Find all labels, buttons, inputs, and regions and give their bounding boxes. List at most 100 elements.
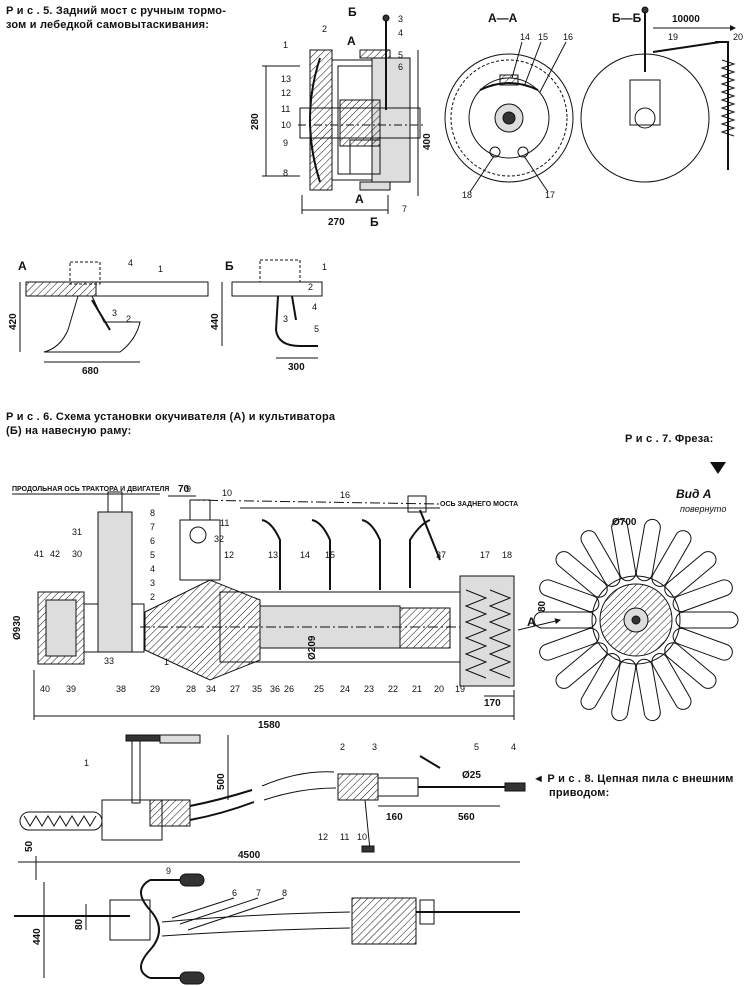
- fig6-a-part-1: 1: [158, 264, 163, 274]
- fig8-saw-side: 500 50 4500 160 560 Ø25 1 2 3 4 5 10 11 …: [18, 734, 526, 880]
- fig6-b-part-1: 1: [322, 262, 327, 272]
- fig7-part-33: 33: [104, 656, 114, 666]
- rotor-tine: [533, 611, 597, 629]
- fig5-part-17: 17: [545, 190, 555, 200]
- fig8-dim-160: 160: [386, 812, 403, 823]
- fig6-dim-420: 420: [8, 313, 19, 330]
- rotor-tine: [580, 530, 621, 587]
- fig7-view-label: Вид А: [676, 487, 711, 501]
- fig7-part-14: 14: [300, 550, 310, 560]
- fig7-part-31: 31: [72, 527, 82, 537]
- fig5-part-14: 14: [520, 32, 530, 42]
- fig5-dim-400: 400: [422, 133, 433, 150]
- fig7-dim-70: 70: [178, 484, 190, 495]
- fig5-part-8: 8: [283, 168, 288, 178]
- fig6-hiller-a: А 420 680 1 2 3 4: [8, 258, 209, 377]
- fig7-part-29: 29: [150, 684, 160, 694]
- fig7-part-38: 38: [116, 684, 126, 694]
- fig8-part-8: 8: [282, 888, 287, 898]
- fig7-part-7: 7: [150, 522, 155, 532]
- fig7-header-left: ПРОДОЛЬНАЯ ОСЬ ТРАКТОРА И ДВИГАТЕЛЯ: [12, 486, 169, 493]
- fig7-down-arrow-icon: [710, 462, 726, 474]
- fig7-part-3: 3: [150, 578, 155, 588]
- fig7-part-8: 8: [150, 508, 155, 518]
- fig6-b-part-4: 4: [312, 302, 317, 312]
- fig5-part-12: 12: [281, 88, 291, 98]
- fig7-part-5: 5: [150, 550, 155, 560]
- fig5-section-bb-label: Б—Б: [612, 11, 642, 25]
- fig7-part-34: 34: [206, 684, 216, 694]
- fig5-part-6: 6: [398, 62, 403, 72]
- fig5-part-11: 11: [281, 104, 290, 114]
- rotor-tine: [635, 658, 661, 722]
- fig7-part-13: 13: [268, 550, 278, 560]
- fig7-part-16: 16: [340, 490, 350, 500]
- fig5-section-aa-label: А—А: [488, 11, 518, 25]
- rotor-tine: [611, 518, 637, 582]
- fig8-part-10: 10: [357, 832, 367, 842]
- fig5-part-10: 10: [281, 120, 291, 130]
- fig5-cut-a-top: А: [347, 34, 356, 48]
- fig7-part-12: 12: [224, 550, 234, 560]
- fig7-part-30: 30: [72, 549, 82, 559]
- fig8-part-9: 9: [166, 866, 171, 876]
- fig5-part-20: 20: [733, 32, 743, 42]
- fig8-part-12: 12: [318, 832, 328, 842]
- fig7-caption: Р и с . 7. Фреза:: [625, 433, 714, 445]
- fig5-section-aa: А—А 14 15 16 17 18: [444, 11, 574, 200]
- fig5-caption-line2: зом и лебедкой самовытаскивания:: [6, 19, 210, 31]
- fig8-dim-50: 50: [24, 840, 35, 852]
- fig7-dim-209: Ø209: [307, 635, 318, 660]
- fig5-caption-line1: Р и с . 5. Задний мост с ручным тормо-: [6, 5, 227, 17]
- fig5-caption: Р и с . 5. Задний мост с ручным тормо- з…: [6, 4, 256, 32]
- fig7-part-10: 10: [222, 488, 232, 498]
- fig7-part-35: 35: [252, 684, 262, 694]
- fig7-part-37: 37: [436, 550, 446, 560]
- fig8-dim-25: Ø25: [462, 770, 481, 781]
- fig6-a-part-4: 4: [128, 258, 133, 268]
- fig5-part-4: 4: [398, 28, 403, 38]
- fig8-dim-500: 500: [216, 773, 227, 790]
- fig5-part-18: 18: [462, 190, 472, 200]
- fig8-part-3: 3: [372, 742, 377, 752]
- rotor-tine: [635, 518, 661, 582]
- fig5-part-1: 1: [283, 40, 288, 50]
- fig6-cultivator-b: Б 440 300 1 2 3 4 5: [210, 259, 327, 373]
- fig7-rotor-view: Вид А повернуто Ø700 80 А: [517, 462, 739, 722]
- rotor-tine: [651, 530, 692, 587]
- fig5-part-5: 5: [398, 50, 403, 60]
- fig7-dim-700: Ø700: [612, 517, 637, 528]
- fig7-part-11: 11: [220, 518, 229, 528]
- fig7-part-25: 25: [314, 684, 324, 694]
- fig6-dim-440: 440: [210, 313, 221, 330]
- rotor-hub: [591, 575, 681, 665]
- fig8-caption: ◄ Р и с . 8. Цепная пила с внешним приво…: [533, 772, 748, 800]
- fig6-dim-300: 300: [288, 362, 305, 373]
- fig7-header-right: ОСЬ ЗАДНЕГО МОСТА: [440, 501, 518, 508]
- fig5-part-7: 7: [402, 204, 407, 214]
- fig8-part-11: 11: [340, 832, 349, 842]
- fig7-part-23: 23: [364, 684, 374, 694]
- fig8-part-1: 1: [84, 758, 89, 768]
- fig7-tiller-section: ПРОДОЛЬНАЯ ОСЬ ТРАКТОРА И ДВИГАТЕЛЯ ОСЬ …: [12, 484, 518, 731]
- fig7-part-20: 20: [434, 684, 444, 694]
- fig7-dim-80: 80: [537, 600, 548, 612]
- fig7-part-1: 1: [164, 657, 169, 667]
- fig7-part-26: 26: [284, 684, 294, 694]
- fig8-caption-line2: приводом:: [549, 787, 610, 799]
- fig7-part-4: 4: [150, 564, 155, 574]
- rotor-tine: [675, 611, 739, 629]
- fig7-part-callouts: 1 2 3 4 5 6 7 8 9 10 11 12 13 14 15 16 1…: [34, 484, 512, 694]
- fig5-part-13: 13: [281, 74, 291, 84]
- fig6-b-part-3: 3: [283, 314, 288, 324]
- fig6-caption-line2: (Б) на навесную раму:: [6, 425, 132, 437]
- fig8-part-2: 2: [340, 742, 345, 752]
- fig5-cut-b-bottom: Б: [370, 215, 379, 229]
- fig8-dim-4500: 4500: [238, 850, 261, 861]
- fig7-part-27: 27: [230, 684, 240, 694]
- fig5-section-bb: Б—Б 10000 19 20: [580, 6, 743, 183]
- fig7-part-18: 18: [502, 550, 512, 560]
- fig5-cut-a-bottom: А: [355, 192, 364, 206]
- fig6-b-part-2: 2: [308, 282, 313, 292]
- fig5-axle-section: 280 400 270 Б А А Б 1 2 3 4 5 6 7 8 9 10…: [250, 5, 433, 229]
